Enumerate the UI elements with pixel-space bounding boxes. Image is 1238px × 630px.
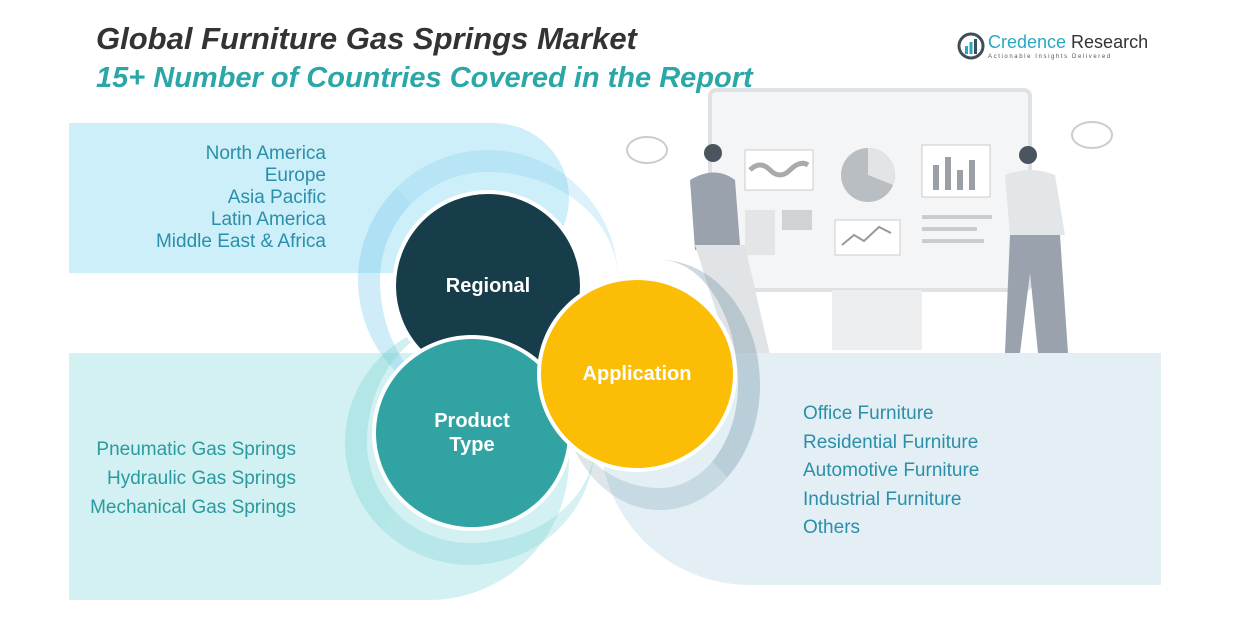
list-item: Residential Furniture xyxy=(803,431,979,453)
product-type-label: Product xyxy=(434,410,510,432)
list-item: Europe xyxy=(264,165,326,186)
regional-label: Regional xyxy=(445,274,531,297)
logo-name-2: Research xyxy=(1066,32,1149,52)
product-type-label-2: Type xyxy=(449,434,495,456)
product-type-list: Pneumatic Gas Springs Hydraulic Gas Spri… xyxy=(90,435,296,522)
application-list: Office Furniture Residential Furniture A… xyxy=(803,400,979,543)
page-subtitle: 15+ Number of Countries Covered in the R… xyxy=(96,62,753,94)
logo-icon xyxy=(957,32,985,60)
application-circle: Application xyxy=(537,276,737,472)
regional-list: North America Europe Asia Pacific Latin … xyxy=(156,143,326,253)
list-item: Industrial Furniture xyxy=(803,488,962,510)
list-item: Mechanical Gas Springs xyxy=(90,497,296,518)
brand-logo: Credence Research Actionable Insights De… xyxy=(957,32,1148,61)
page-title: Global Furniture Gas Springs Market xyxy=(96,21,637,56)
list-item: Hydraulic Gas Springs xyxy=(106,468,296,489)
application-label: Application xyxy=(582,362,692,385)
presentation-illustration-icon xyxy=(626,88,1113,355)
list-item: Asia Pacific xyxy=(227,187,326,208)
logo-name: Credence xyxy=(988,32,1067,52)
list-item: Pneumatic Gas Springs xyxy=(96,439,296,460)
list-item: Office Furniture xyxy=(803,403,934,424)
list-item: Middle East & Africa xyxy=(155,231,326,252)
logo-text-block: Credence Research Actionable Insights De… xyxy=(988,32,1148,61)
list-item: Latin America xyxy=(210,209,326,230)
logo-tagline: Actionable Insights Delivered xyxy=(988,54,1112,60)
list-item: North America xyxy=(205,143,326,164)
list-item: Others xyxy=(803,517,861,539)
list-item: Automotive Furniture xyxy=(803,460,980,482)
